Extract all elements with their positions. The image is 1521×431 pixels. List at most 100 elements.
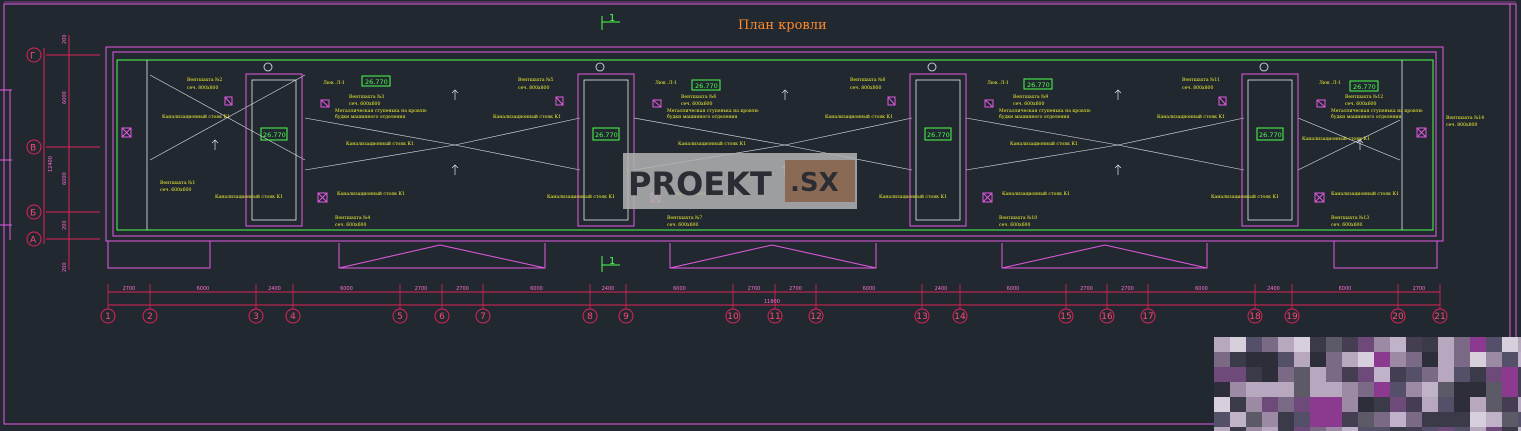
vent-shaft-12-box xyxy=(1316,99,1326,108)
mosaic-tile xyxy=(1214,412,1230,427)
dim-bottom: 2700 xyxy=(415,286,428,292)
axis-bottom-label: 19 xyxy=(1286,312,1298,322)
mosaic-tile xyxy=(1358,337,1374,352)
axis-bottom-2: 2 xyxy=(142,308,158,324)
slope-arrow xyxy=(451,89,459,100)
mosaic-tile xyxy=(1374,427,1390,431)
label-vent-11-size: сеч. 800х800 xyxy=(1182,85,1213,91)
slope-arrow xyxy=(1356,139,1364,150)
mosaic-tile xyxy=(1502,397,1518,412)
label-vent-10: Вентшахта №10 xyxy=(999,215,1037,221)
axis-bottom-16: 16 xyxy=(1099,308,1115,324)
label-vent-8: Вентшахта №8 xyxy=(850,77,885,83)
mosaic-tile xyxy=(1262,367,1278,382)
vent-shaft-13-box xyxy=(1314,192,1325,203)
label-riser-2: Канализационный стояк К1 xyxy=(346,141,414,147)
mosaic-tile xyxy=(1262,412,1278,427)
mosaic-tile xyxy=(1358,397,1374,412)
mosaic-tile xyxy=(1326,412,1342,427)
vent-shaft-4-box xyxy=(317,192,328,203)
mosaic-tile xyxy=(1470,397,1486,412)
vent-shaft-3-box xyxy=(320,99,330,108)
mosaic-tile xyxy=(1214,397,1230,412)
slope-arrow xyxy=(1114,89,1122,100)
mosaic-tile xyxy=(1486,352,1502,367)
axis-bottom-9: 9 xyxy=(618,308,634,324)
label-hatch-3: Люк .Л-1 xyxy=(987,80,1009,86)
mosaic-tile xyxy=(1294,397,1310,412)
label-riser-10: Канализационный стояк К1 xyxy=(1010,141,1078,147)
watermark-brand: PROEKT xyxy=(628,165,772,203)
elev-tag-1: 26.770 xyxy=(365,78,388,86)
dim-bottom: 2700 xyxy=(1413,286,1426,292)
mosaic-tile xyxy=(1438,397,1454,412)
label-hatch-2: Люк .Л-1 xyxy=(655,80,677,86)
axis-bottom-21: 21 xyxy=(1432,308,1448,324)
slope-arrow xyxy=(1114,164,1122,175)
section-mark-bottom: 1 xyxy=(601,256,620,272)
mosaic-tile xyxy=(1310,367,1326,382)
dim-bottom: 2700 xyxy=(748,286,761,292)
mosaic-tile xyxy=(1470,382,1486,397)
mosaic-tile xyxy=(1518,337,1521,352)
mosaic-tile xyxy=(1406,397,1422,412)
axis-bottom-11: 11 xyxy=(767,308,783,324)
section-mark-bottom-label: 1 xyxy=(609,256,615,267)
axis-bottom-label: 3 xyxy=(253,312,259,322)
mosaic-tile xyxy=(1422,412,1438,427)
mosaic-tile xyxy=(1310,397,1326,412)
axis-bottom-label: 13 xyxy=(916,312,927,322)
label-stair-1b: будки машинного отделения xyxy=(335,113,405,120)
label-riser-13: Канализационный стояк К1 xyxy=(1157,114,1225,120)
dim-bottom: 6000 xyxy=(673,286,686,292)
mosaic-tile xyxy=(1406,337,1422,352)
mosaic-tile xyxy=(1278,337,1294,352)
axis-left-v-label: В xyxy=(30,144,36,154)
slope-line xyxy=(1117,117,1245,146)
axis-bottom-13: 13 xyxy=(914,308,930,324)
mosaic-tile xyxy=(1310,382,1326,397)
mosaic-tile xyxy=(1406,427,1422,431)
dim-left-1: 200 xyxy=(62,34,68,44)
vent-shaft-2-box xyxy=(224,96,233,106)
mosaic-tile xyxy=(1406,352,1422,367)
axis-bottom-label: 18 xyxy=(1249,312,1261,322)
mosaic-tile xyxy=(1374,382,1390,397)
slope-arrow xyxy=(451,164,459,175)
vent-shaft-10-box xyxy=(982,192,993,203)
mosaic-tile xyxy=(1310,337,1326,352)
watermark: PROEKT .SX xyxy=(623,153,857,209)
mosaic-tile xyxy=(1358,352,1374,367)
mosaic-tile xyxy=(1326,352,1342,367)
slope-line xyxy=(965,144,1119,171)
mosaic-tile xyxy=(1342,412,1358,427)
label-vent-14: Вентшахта №14 xyxy=(1446,115,1484,121)
axis-bottom-19: 19 xyxy=(1284,308,1300,324)
axis-bottom-label: 14 xyxy=(954,312,966,322)
mosaic-tile xyxy=(1262,352,1278,367)
mosaic-tile xyxy=(1342,337,1358,352)
mosaic-tile xyxy=(1374,367,1390,382)
mosaic-tile xyxy=(1294,412,1310,427)
label-vent-7-size: сеч. 600х600 xyxy=(667,222,698,228)
axis-bottom-5: 5 xyxy=(392,308,408,324)
label-stair-2: Металлическая ступенька на кровлю xyxy=(667,108,758,114)
axis-bottom-label: 21 xyxy=(1434,312,1445,322)
mosaic-tile xyxy=(1518,367,1521,382)
mosaic-tile xyxy=(1390,397,1406,412)
axis-bottom-label: 5 xyxy=(397,312,403,322)
axis-left-b-label: Б xyxy=(30,209,36,219)
axis-left-a-label: А xyxy=(30,236,37,246)
mosaic-tile xyxy=(1214,427,1230,431)
mosaic-tile xyxy=(1470,367,1486,382)
dim-bottom: 6000 xyxy=(863,286,876,292)
vent-shaft-6-box xyxy=(652,99,662,108)
label-hatch-4: Люк .Л-1 xyxy=(1319,80,1341,86)
dim-left-4: 6000 xyxy=(62,172,68,185)
axis-bottom-label: 8 xyxy=(587,312,593,322)
mosaic-tile xyxy=(1246,412,1262,427)
label-vent-12-size: сеч. 600х600 xyxy=(1345,101,1376,107)
dim-overall: 11800 xyxy=(764,299,780,305)
